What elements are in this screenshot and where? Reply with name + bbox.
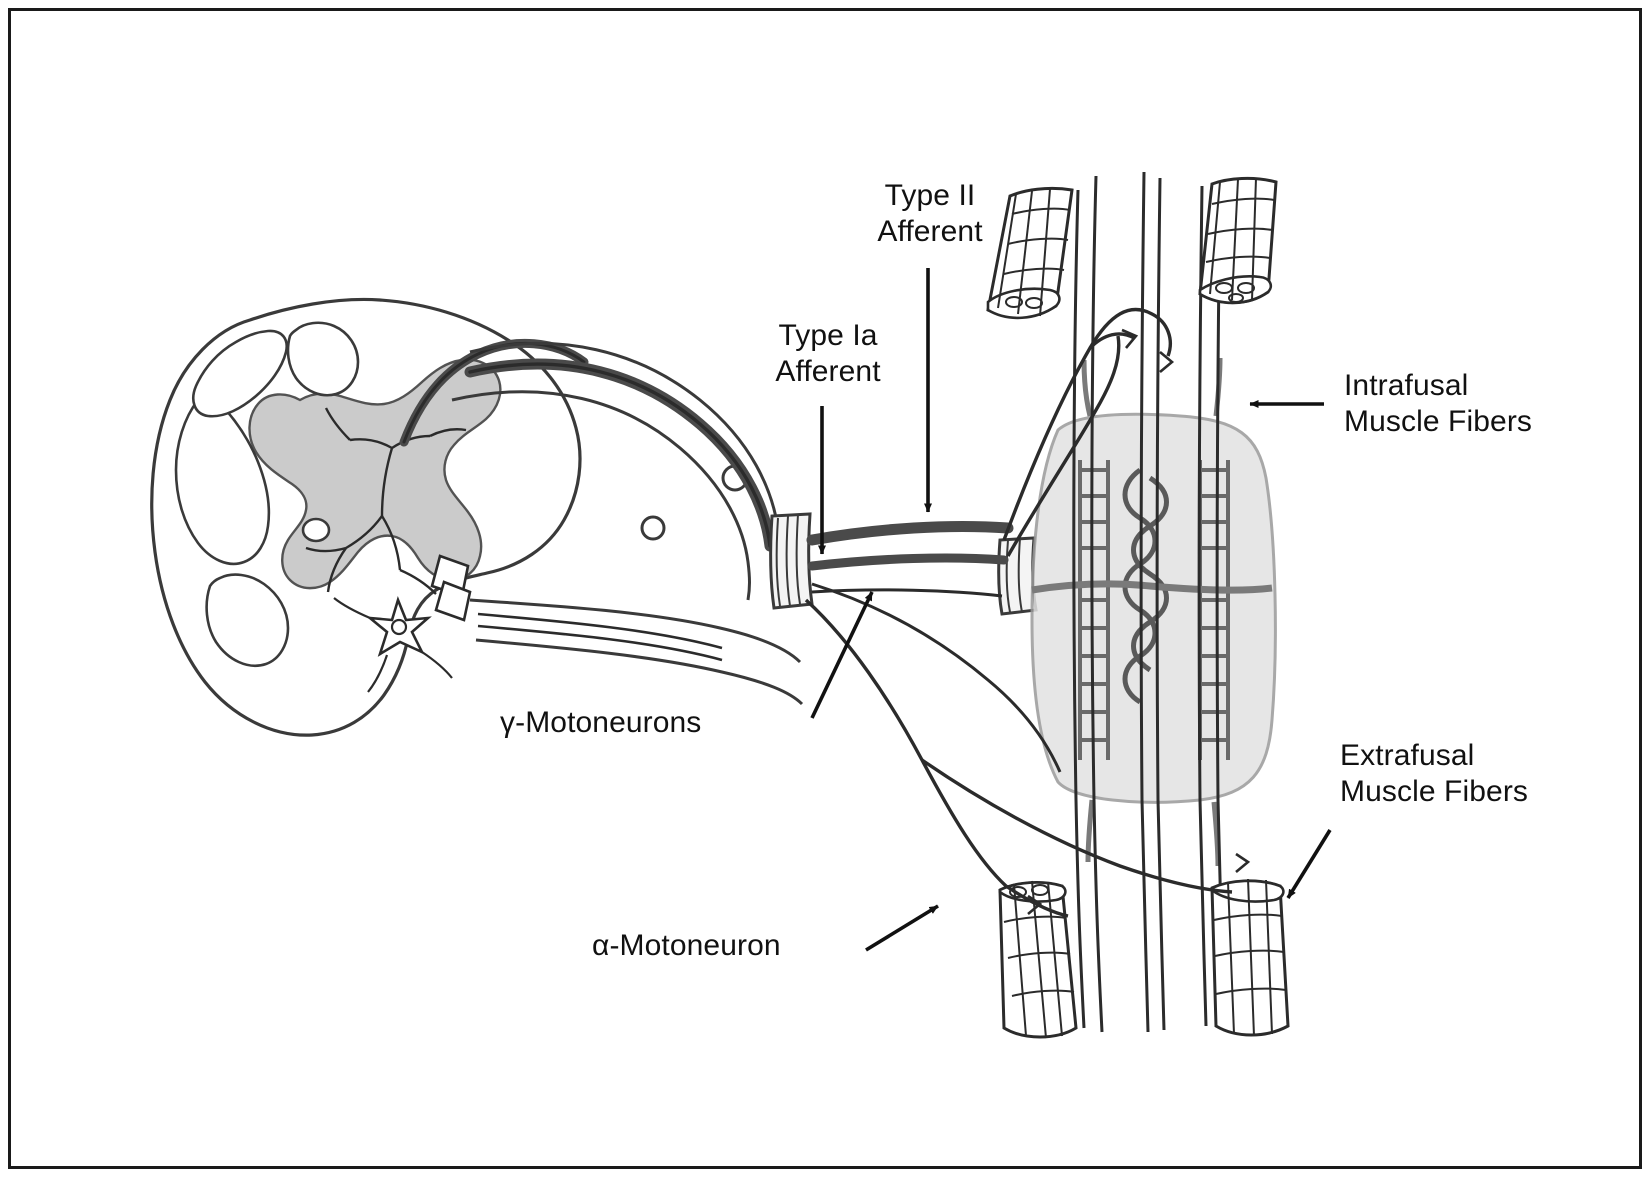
- motor-end-plate-markers: [1027, 328, 1251, 915]
- label-gamma-motoneurons: γ-Motoneurons: [500, 706, 702, 739]
- extrafusal-fiber-bottom-right: [1210, 878, 1290, 1037]
- muscle-spindle-capsule: [1030, 357, 1277, 867]
- nerve-collar-proximal: [769, 512, 814, 610]
- gamma-motoneuron-axon-path: [811, 582, 1062, 773]
- label-type-ia-afferent: Type Ia Afferent: [775, 319, 881, 388]
- arrow-alpha: [865, 904, 939, 952]
- label-extrafusal-muscle-fibers: Extrafusal Muscle Fibers: [1340, 739, 1529, 808]
- ventral-dorsal-nerve-root: [451, 341, 1038, 706]
- arrow-gamma: [810, 591, 874, 719]
- spinal-cord-cross-section: [150, 297, 749, 737]
- type-ia-afferent-path: [1006, 335, 1121, 557]
- label-alpha-motoneuron: α-Motoneuron: [592, 929, 781, 962]
- extrafusal-fiber-bottom-left: [998, 880, 1078, 1039]
- intrafusal-fiber-left: [1078, 460, 1110, 760]
- leader-arrows: [810, 268, 1332, 952]
- extrafusal-fiber-top-right: [1198, 176, 1278, 305]
- nerve-collar-distal: [997, 536, 1038, 616]
- extrafusal-fiber-top-left: [986, 186, 1074, 320]
- arrow-extrafusal: [1286, 829, 1332, 899]
- label-type-ii-afferent: Type II Afferent: [877, 179, 983, 248]
- label-intrafusal-muscle-fibers: Intrafusal Muscle Fibers: [1344, 369, 1533, 438]
- type-ii-afferent-path: [1002, 307, 1172, 541]
